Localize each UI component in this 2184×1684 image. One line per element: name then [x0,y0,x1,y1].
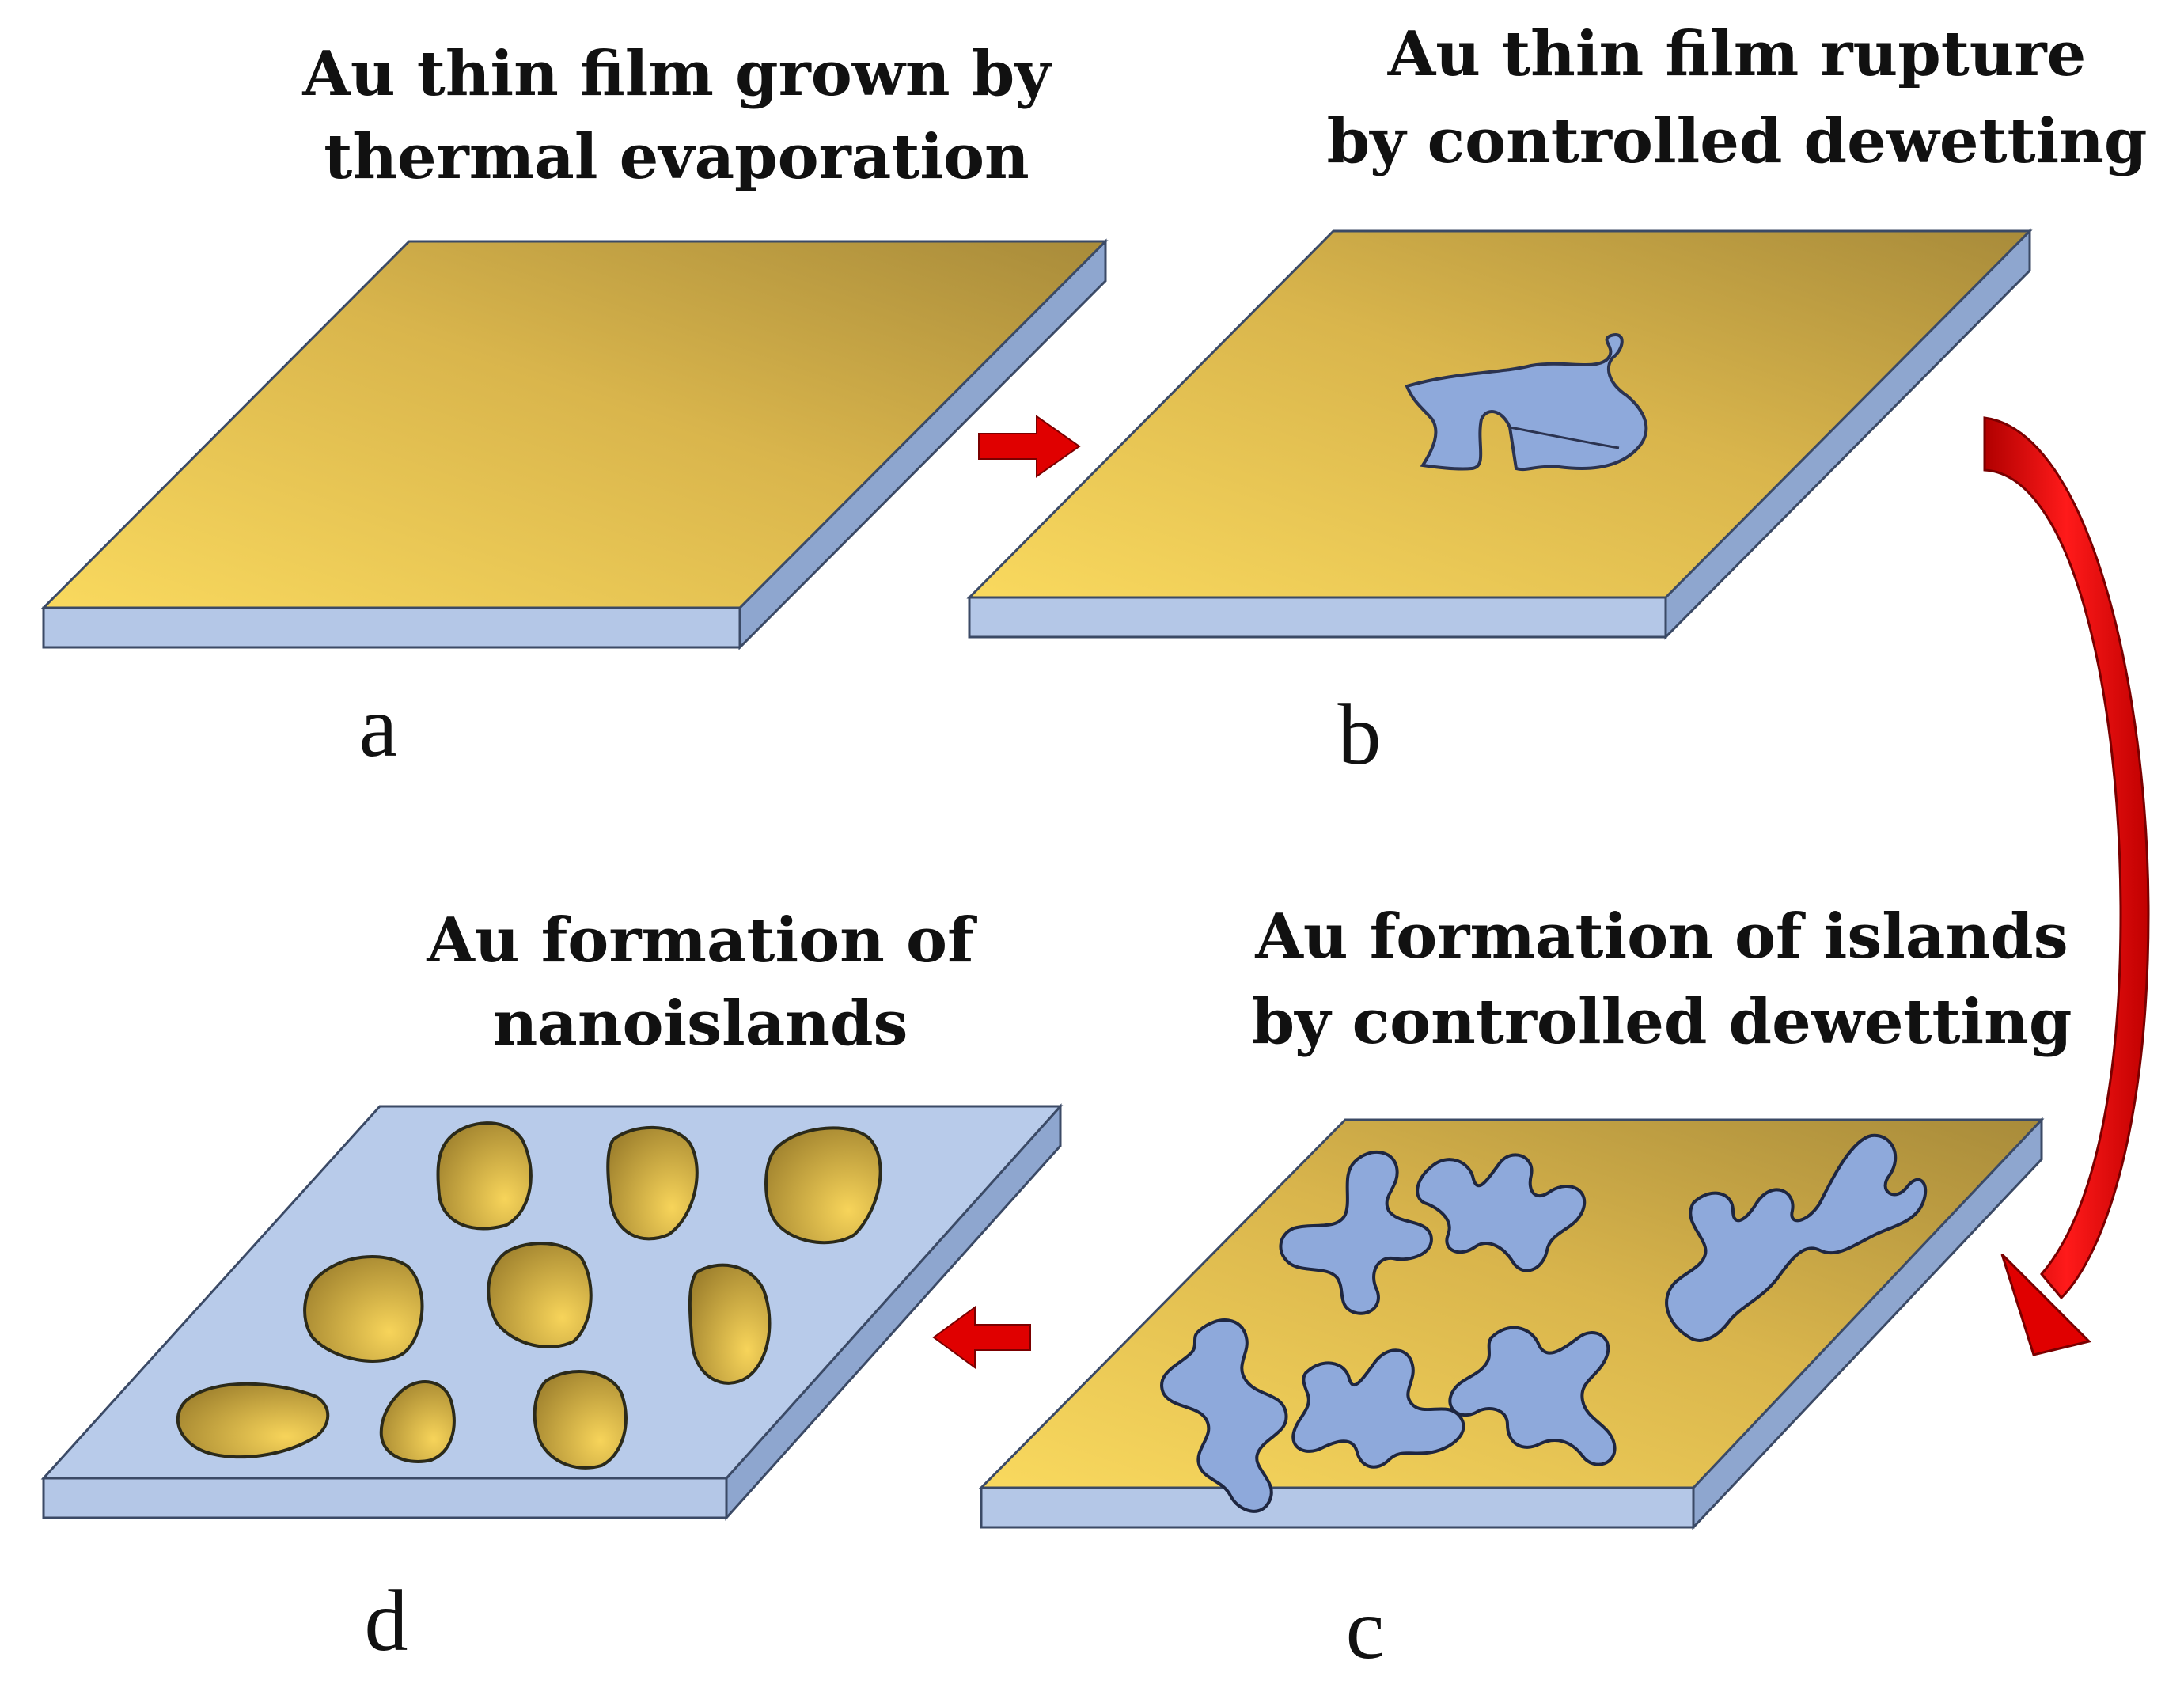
nanoisland [606,1125,699,1241]
panel-b-rupture-hole [1405,333,1648,472]
panel-c-substrate-front [980,1486,1695,1529]
panel-a-gold-film [40,240,1109,609]
nanoisland [436,1121,533,1231]
panel-a-title-line1: Au thin film grown by [301,38,1052,110]
panel-c-title: Au formation of islands by controlled de… [1252,901,2072,1058]
panel-c-slab [978,1117,2045,1530]
panel-c-dewetted-regions [1160,1133,1928,1513]
panel-a-title-line2: thermal evaporation [324,121,1029,193]
panel-a-substrate-front [42,606,741,649]
panel-a-title: Au thin film grown by thermal evaporatio… [301,38,1052,193]
dewetted-region [1160,1318,1288,1513]
panel-b-slab [966,228,2033,640]
dewetted-region [1665,1133,1928,1342]
panel-d-nanoislands [176,1121,882,1470]
panel-b-letter: b [1338,686,1382,783]
nanoisland [764,1126,882,1245]
panel-d-substrate-front [42,1477,728,1519]
panel-c-letter: c [1346,1580,1385,1677]
dewetted-region [1448,1326,1617,1466]
panel-c-title-line2: by controlled dewetting [1252,986,2072,1058]
arrow-b-to-c [1983,416,2150,1356]
panel-b-title-line2: by controlled dewetting [1327,105,2148,177]
panel-b-title-line1: Au thin film rupture [1387,18,2086,90]
panel-b-substrate-front [968,596,1667,639]
nanoisland [176,1382,330,1459]
panel-d-slab [40,1103,1064,1521]
panel-d-title-line1: Au formation of [426,905,977,977]
nanoisland [379,1380,456,1463]
panel-d-letter: d [365,1572,408,1669]
nanoisland [688,1263,772,1385]
dewetted-region [1291,1348,1465,1469]
panel-d-title-line2: nanoislands [493,988,908,1060]
nanoisland [303,1255,424,1363]
dewetted-region [1279,1150,1433,1315]
panel-c-title-line1: Au formation of islands [1254,901,2068,973]
panel-a-letter: a [359,678,398,775]
panel-a-slab [40,238,1109,650]
panel-b-hole-inner-edge [1509,426,1620,449]
panel-d-title: Au formation of nanoislands [426,905,977,1060]
arrow-c-to-d [932,1306,1031,1369]
arrow-a-to-b [978,415,1081,478]
nanoisland [533,1370,628,1470]
dewetted-region [1416,1153,1587,1272]
nanoisland [487,1242,593,1348]
panel-b-title: Au thin film rupture by controlled dewet… [1327,18,2148,177]
